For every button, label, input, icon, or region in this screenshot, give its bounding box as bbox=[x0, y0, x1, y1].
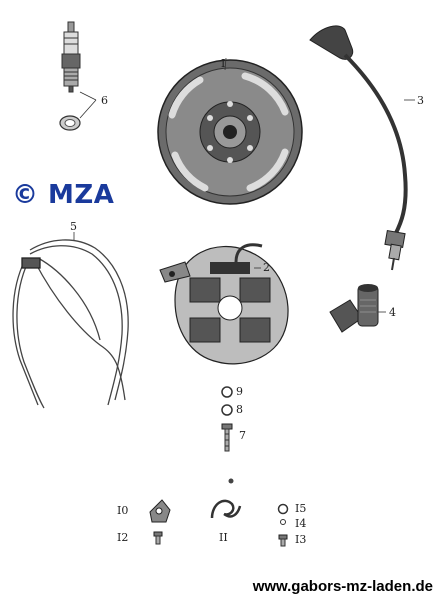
label-10: I0 bbox=[117, 504, 129, 517]
screw-7 bbox=[221, 423, 233, 452]
part-12 bbox=[153, 531, 163, 545]
label-4: 4 bbox=[389, 306, 396, 319]
label-11: II bbox=[219, 531, 228, 544]
part-10 bbox=[149, 499, 171, 523]
label-6: 6 bbox=[101, 94, 108, 107]
stator-plate bbox=[159, 243, 289, 365]
leader-6 bbox=[79, 91, 97, 119]
ignition-cable bbox=[309, 25, 408, 271]
label-13: I3 bbox=[295, 533, 307, 546]
part-13 bbox=[278, 534, 288, 547]
label-15: I5 bbox=[295, 502, 307, 515]
label-12: I2 bbox=[117, 531, 129, 544]
label-7: 7 bbox=[239, 429, 246, 442]
website-url: www.gabors-mz-laden.de bbox=[252, 578, 433, 595]
label-1: I bbox=[221, 57, 226, 70]
label-9: 9 bbox=[236, 385, 243, 398]
part-14 bbox=[280, 519, 286, 525]
part-11 bbox=[210, 478, 242, 519]
copyright-watermark: © MZA bbox=[12, 180, 115, 210]
part-15 bbox=[277, 503, 289, 515]
label-3: 3 bbox=[417, 94, 424, 107]
spark-plug-connector bbox=[329, 284, 379, 333]
washer-8 bbox=[221, 404, 233, 416]
label-2: 2 bbox=[263, 261, 270, 274]
flywheel bbox=[157, 59, 303, 205]
label-14: I4 bbox=[295, 517, 307, 530]
washer-9 bbox=[221, 386, 233, 398]
leader-1 bbox=[224, 57, 227, 71]
spark-plug bbox=[61, 21, 81, 93]
label-8: 8 bbox=[236, 403, 243, 416]
spark-plug-washer bbox=[59, 115, 81, 131]
label-5: 5 bbox=[70, 220, 77, 233]
wiring-harness bbox=[12, 239, 129, 409]
